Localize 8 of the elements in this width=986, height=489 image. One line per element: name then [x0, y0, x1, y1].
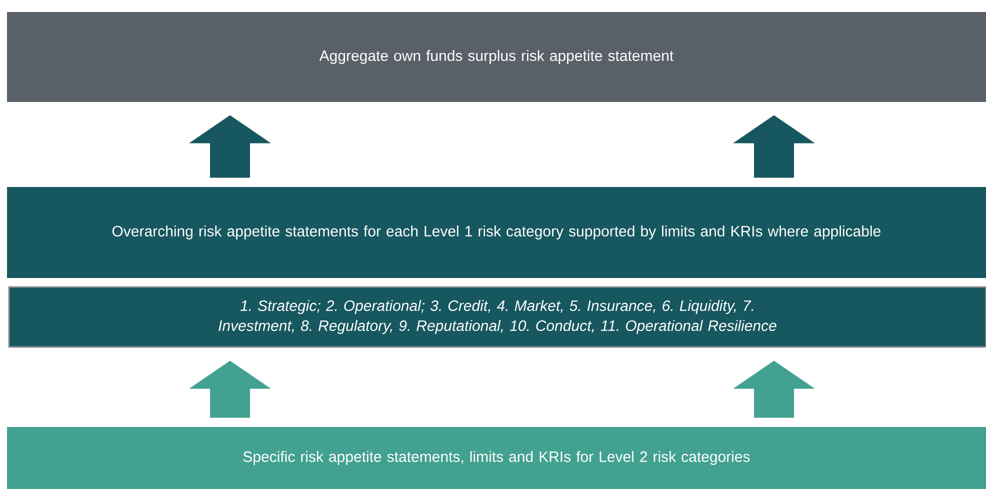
block-arrow [189, 115, 271, 178]
title-box: Aggregate own funds surplus risk appetite statement [7, 12, 986, 102]
statement-box: Overarching risk appetite statements for each Level 1 risk category supported by limits and KRIs where applicable [7, 187, 986, 278]
category-list-box: 1. Strategic; 2. Operational; 3. Credit, 4. Market, 5. Insurance, 6. Liquidity, 7. Investment, 8. Regulatory, 9. Reputational, 10. Conduct, 11. Operational Resilience [8, 286, 986, 348]
block-arrow [733, 360, 815, 418]
block-arrow [189, 360, 271, 418]
block-arrow [733, 115, 815, 178]
statement-box: Specific risk appetite statements, limits and KRIs for Level 2 risk categories [7, 427, 986, 489]
